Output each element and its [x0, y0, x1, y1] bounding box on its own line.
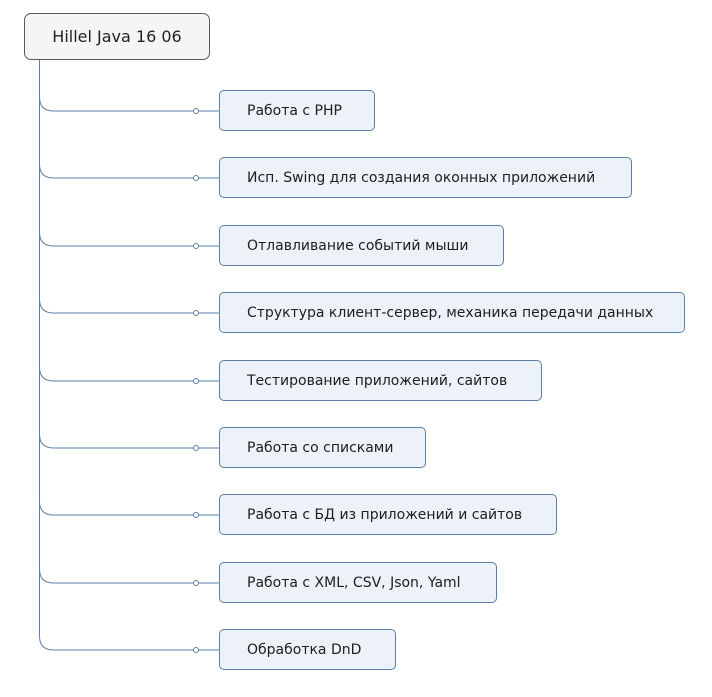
connector-node-dot[interactable] — [193, 512, 199, 518]
connector-node-dot[interactable] — [193, 243, 199, 249]
topic-mouse-events[interactable]: Отлавливание событий мыши — [219, 225, 504, 266]
connector-node-dot[interactable] — [193, 175, 199, 181]
topic-label: Работа со списками — [247, 439, 394, 456]
topic-lists[interactable]: Работа со списками — [219, 427, 426, 468]
root-topic-title: Hillel Java 16 06 — [52, 27, 182, 46]
topic-data-formats[interactable]: Работа с XML, CSV, Json, Yaml — [219, 562, 497, 603]
branch-connector-8 — [39, 568, 219, 584]
branch-connector-5 — [39, 366, 219, 382]
topic-swing[interactable]: Исп. Swing для создания оконных приложен… — [219, 157, 632, 198]
branch-connector-7 — [39, 500, 219, 516]
topic-label: Тестирование приложений, сайтов — [247, 372, 508, 389]
topic-databases[interactable]: Работа с БД из приложений и сайтов — [219, 494, 557, 535]
topic-label: Структура клиент-сервер, механика переда… — [247, 304, 654, 321]
root-topic[interactable]: Hillel Java 16 06 — [24, 13, 210, 60]
connector-node-dot[interactable] — [193, 310, 199, 316]
topic-label: Работа с БД из приложений и сайтов — [247, 506, 523, 523]
connector-node-dot[interactable] — [193, 580, 199, 586]
topic-label: Работа с PHP — [247, 102, 342, 119]
topic-label: Исп. Swing для создания оконных приложен… — [247, 169, 596, 186]
branch-connector-3 — [39, 231, 219, 247]
branch-connector-6 — [39, 433, 219, 449]
branch-connector-9 — [39, 635, 219, 651]
branch-connector-2 — [39, 163, 219, 179]
topic-testing[interactable]: Тестирование приложений, сайтов — [219, 360, 542, 401]
connector-node-dot[interactable] — [193, 445, 199, 451]
branch-connector-1 — [39, 96, 219, 112]
connector-node-dot[interactable] — [193, 378, 199, 384]
topic-label: Отлавливание событий мыши — [247, 237, 469, 254]
connector-node-dot[interactable] — [193, 108, 199, 114]
topic-php[interactable]: Работа с PHP — [219, 90, 375, 131]
topic-dnd[interactable]: Обработка DnD — [219, 629, 396, 670]
topic-label: Обработка DnD — [247, 641, 362, 658]
topic-client-server[interactable]: Структура клиент-сервер, механика переда… — [219, 292, 685, 333]
topic-label: Работа с XML, CSV, Json, Yaml — [247, 574, 461, 591]
connector-node-dot[interactable] — [193, 647, 199, 653]
branch-connector-4 — [39, 298, 219, 314]
